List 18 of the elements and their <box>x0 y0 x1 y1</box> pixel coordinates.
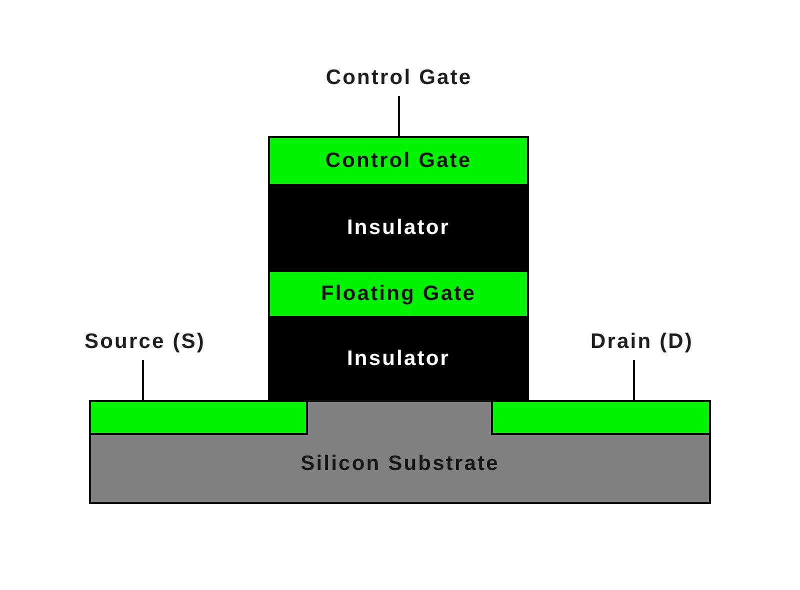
control-gate-layer <box>268 136 529 186</box>
source-region <box>89 400 308 435</box>
layer-label: Floating Gate <box>321 282 476 306</box>
terminal-label: Source (S) <box>84 330 206 354</box>
drain-region <box>491 400 711 435</box>
insulator-layer <box>268 184 529 272</box>
substrate-label: Silicon Substrate <box>300 452 500 476</box>
insulator-layer <box>268 316 529 402</box>
leader-line <box>142 360 144 400</box>
terminal-label: Drain (D) <box>590 330 694 354</box>
floating-gate-layer <box>268 270 529 318</box>
layer-label: Insulator <box>346 346 450 372</box>
layer-label: Control Gate <box>325 148 472 174</box>
layer-label: Insulator <box>346 216 450 240</box>
terminal-label: Control Gate <box>326 66 472 90</box>
silicon-substrate <box>89 400 711 504</box>
leader-line <box>398 96 400 136</box>
leader-line <box>633 360 635 400</box>
